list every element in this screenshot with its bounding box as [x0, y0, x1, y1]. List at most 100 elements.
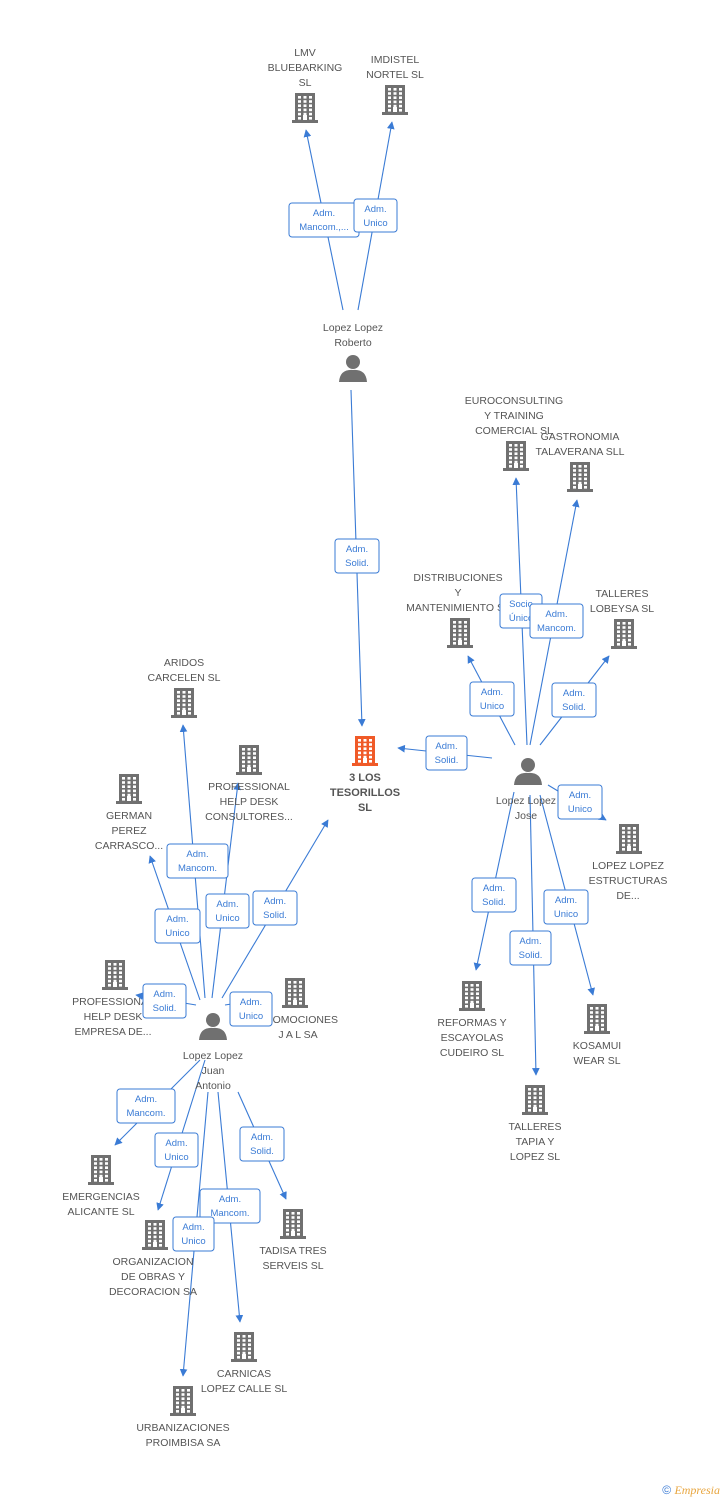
edge-label-juan-emergencias[interactable]: Adm.Mancom. [116, 1088, 176, 1124]
node-label: ESTRUCTURAS [589, 875, 668, 887]
edge-label-box [509, 930, 552, 966]
edge-label-text: Solid. [250, 1146, 274, 1157]
node-label: IMDISTEL [371, 54, 420, 66]
node-label: DECORACION SA [109, 1286, 197, 1298]
edge-label-jose-tapia[interactable]: Adm.Solid. [509, 930, 552, 966]
node-german[interactable]: GERMANPEREZCARRASCO... [95, 774, 163, 852]
edge-label-text: Unico [480, 701, 504, 712]
node-label: LMV [294, 47, 316, 59]
edge-label-juan-aridos[interactable]: Adm.Mancom. [166, 843, 229, 879]
node-label: TALAVERANA SLL [536, 446, 625, 458]
edge-label-jose-gastronomia[interactable]: Adm. Mancom. [529, 603, 584, 639]
node-label: SL [358, 802, 372, 814]
edge-label-box [116, 1088, 176, 1124]
edge-label-jose-lobeysa[interactable]: Adm. Solid. [551, 682, 597, 718]
building-icon [170, 1386, 196, 1416]
edge-label-text: Solid. [263, 910, 287, 921]
edge-label-text: Solid. [519, 950, 543, 961]
edge-label-box [557, 784, 603, 820]
edge-label-juan-center[interactable]: Adm.Solid. [252, 890, 298, 926]
node-label: WEAR SL [573, 1055, 620, 1067]
node-label: EMPRESA DE... [74, 1026, 151, 1038]
edge-label-jose-kosamui[interactable]: Adm.Unico [543, 889, 589, 925]
edge-label-juan-tadisa[interactable]: Adm.Solid. [239, 1126, 285, 1162]
node-estructuras[interactable]: LOPEZ LOPEZESTRUCTURASDE... [589, 824, 668, 902]
building-icon [116, 774, 142, 804]
node-label: LOPEZ LOPEZ [592, 860, 664, 872]
edge-label-text: Mancom. [537, 623, 576, 634]
edge-label-jose-center[interactable]: Adm.Solid. [425, 735, 468, 771]
node-label: URBANIZACIONES [136, 1422, 229, 1434]
edge-label-juan-promociones[interactable]: Adm.Unico [229, 991, 273, 1027]
edge-label-jose-estructuras[interactable]: Adm.Unico [557, 784, 603, 820]
node-label: LOPEZ SL [510, 1151, 560, 1163]
edge-label-text: Solid. [482, 897, 506, 908]
edge-label-box [205, 893, 250, 929]
edge-label-juan-phd_consultores[interactable]: Adm.Unico [205, 893, 250, 929]
node-label: EMERGENCIAS [62, 1191, 140, 1203]
node-label: COMERCIAL SL [475, 425, 553, 437]
edge-label-box [353, 198, 398, 233]
edge-label-box [229, 991, 273, 1027]
edge-label-text: Solid. [562, 702, 586, 713]
node-label: CUDEIRO SL [440, 1047, 504, 1059]
node-label: CARNICAS [217, 1368, 271, 1380]
edge-label-box [172, 1216, 215, 1252]
edge-label-text: Adm. [346, 544, 368, 555]
edge-label-juan-organizacion[interactable]: Adm.Unico [154, 1132, 199, 1168]
node-label: BLUEBARKING [268, 62, 343, 74]
edge-label-text: Unico [165, 928, 189, 939]
edge-label-jose-distribuciones[interactable]: Adm.Unico [469, 681, 515, 717]
edge-label-juan-phd_empresa[interactable]: Adm.Solid. [142, 983, 187, 1019]
node-label: Lopez Lopez [496, 795, 556, 807]
edge-label-text: Adm. [166, 914, 188, 925]
edge-label-juan-urbanizaciones[interactable]: Adm.Unico [172, 1216, 215, 1252]
edge-label-text: Adm. [569, 790, 591, 801]
edge-label-text: Solid. [153, 1003, 177, 1014]
edge-label-text: Adm. [545, 609, 567, 620]
edge-label-roberto-imdistel[interactable]: Adm.Unico [353, 198, 398, 233]
node-label: SERVEIS SL [262, 1260, 323, 1272]
edge-label-text: Mancom.,... [299, 222, 349, 233]
edge-label-juan-carnicas[interactable]: Adm.Mancom. [199, 1188, 261, 1224]
brand-logo: Empresia [674, 1483, 720, 1497]
edge-label-roberto-lmv[interactable]: Adm. Mancom.,... [288, 202, 360, 238]
edge-label-jose-reformas[interactable]: Adm.Solid. [471, 877, 517, 913]
copyright-notice[interactable]: © Empresia [662, 1483, 720, 1498]
edge-label-roberto-center[interactable]: Adm.Solid. [334, 538, 380, 574]
edge-label-text: Adm. [563, 688, 585, 699]
edge-label-text: Unico [554, 909, 578, 920]
building-icon [292, 93, 318, 123]
building-icon [102, 960, 128, 990]
edge-label-text: Mancom. [210, 1208, 249, 1219]
node-label: Antonio [195, 1080, 231, 1092]
node-label: CARRASCO... [95, 840, 163, 852]
edge-label-text: Adm. [313, 208, 335, 219]
edge-label-juan-german[interactable]: Adm. Unico [154, 908, 201, 944]
person-icon [199, 1013, 227, 1040]
building-icon [352, 736, 378, 766]
edge-label-box [154, 908, 201, 944]
